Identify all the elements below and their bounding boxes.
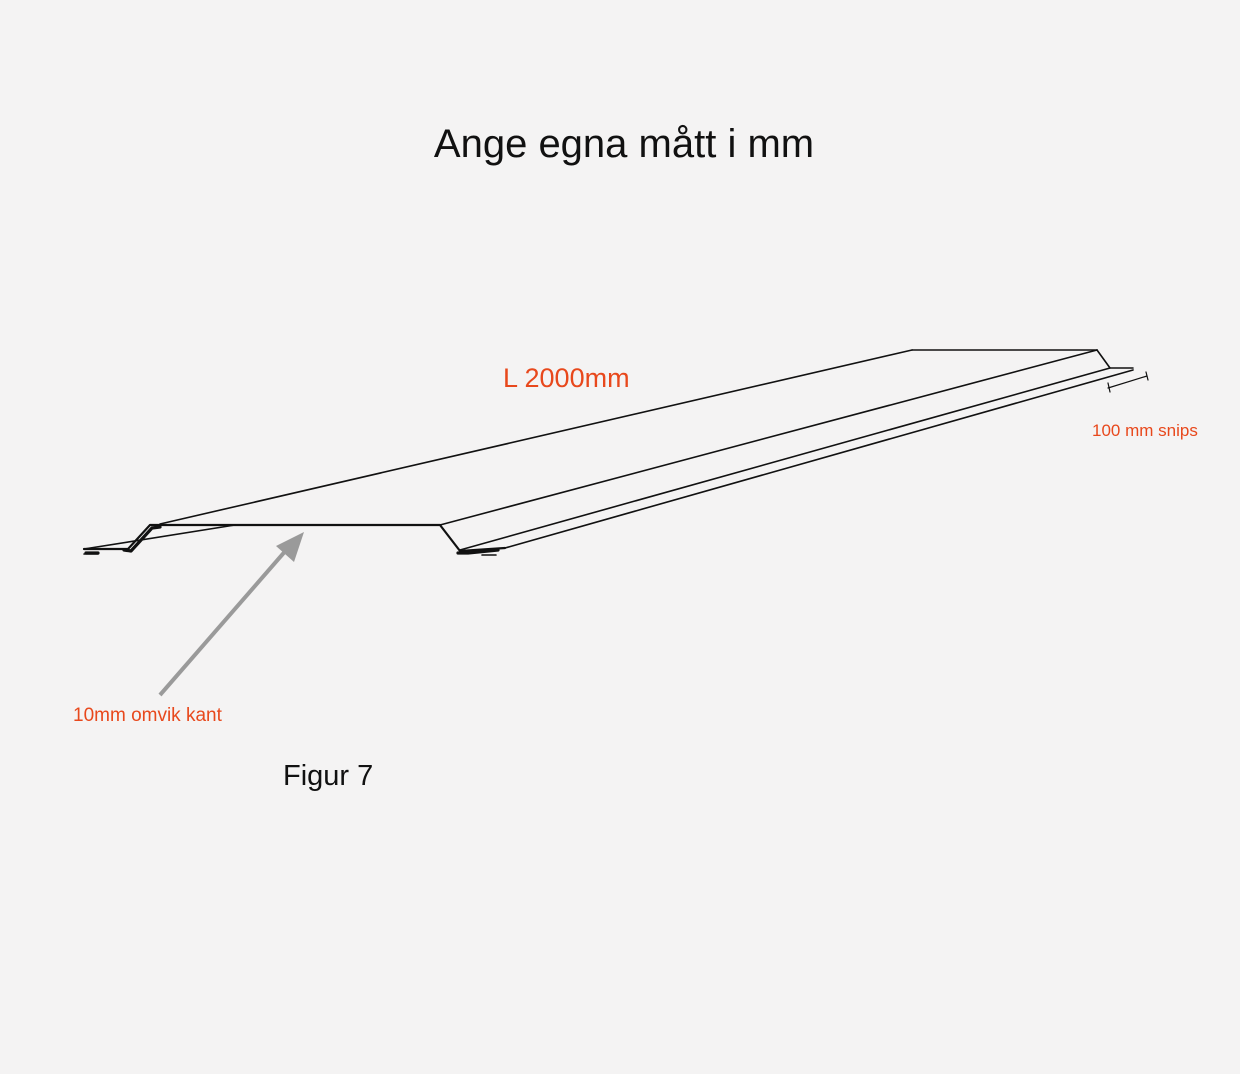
back-top-right-edge: [439, 349, 1098, 526]
fold-label: 10mm omvik kant: [73, 705, 222, 726]
length-label: L 2000mm: [503, 363, 630, 393]
left-flange-edge: [83, 524, 236, 550]
end-profile-bottom-hem: [83, 553, 497, 556]
right-drop-edge: [459, 367, 1111, 551]
far-end-profile: [1096, 349, 1134, 369]
snips-dimension-tick-start: [1107, 382, 1111, 393]
end-profile: [82, 523, 507, 553]
page-title: Ange egna mått i mm: [433, 122, 815, 166]
snips-dimension-line: [1107, 375, 1148, 389]
pointer-arrow-icon: [158, 532, 304, 697]
right-flange-edge: [504, 369, 1134, 549]
back-top-left-edge: [159, 349, 913, 525]
sheet-profile: [82, 349, 1149, 556]
figure-caption: Figur 7: [283, 760, 374, 792]
snips-label: 100 mm snips: [1092, 421, 1198, 440]
snips-dimension-tick-end: [1145, 371, 1149, 381]
